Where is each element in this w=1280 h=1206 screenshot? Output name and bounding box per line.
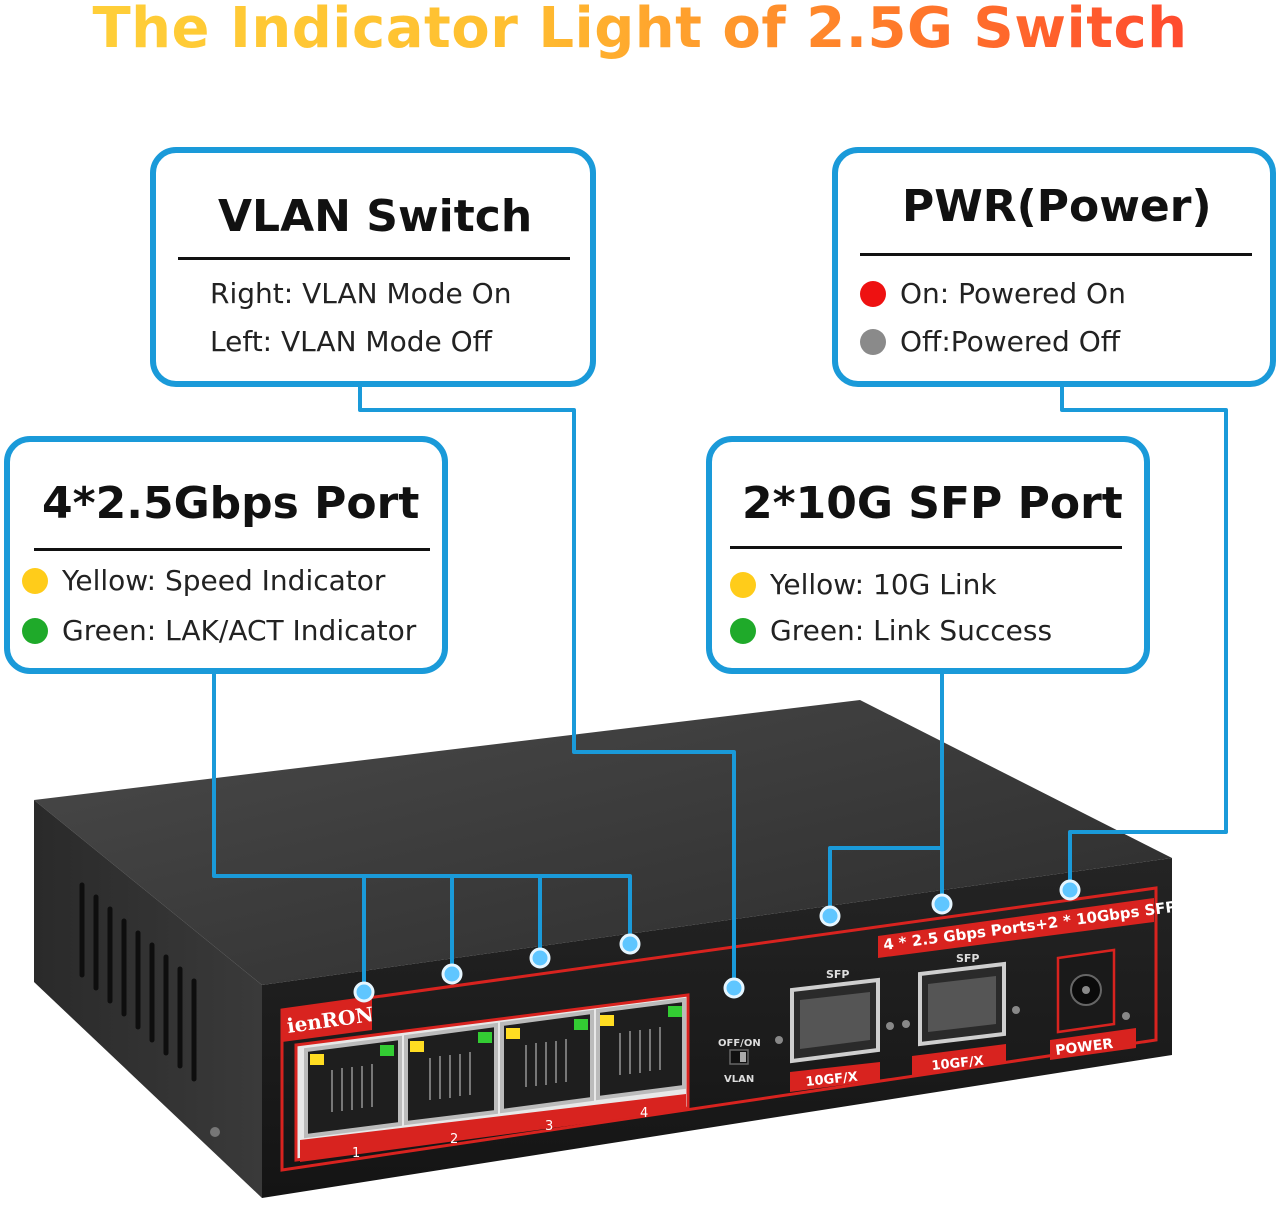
sfp-yellow-text: Yellow: 10G Link — [770, 568, 997, 601]
power-heading: PWR(Power) — [902, 181, 1212, 232]
port-number-1: 1 — [352, 1146, 360, 1161]
vlan-right-text: Right: VLAN Mode On — [210, 277, 512, 310]
rj45-yellow-item: Yellow: Speed Indicator — [22, 564, 385, 597]
sfp-1-port-label: 10GF/X — [805, 1070, 859, 1090]
rj45-green-text: Green: LAK/ACT Indicator — [62, 614, 417, 647]
side-vents — [79, 882, 197, 1082]
power-divider — [860, 253, 1252, 256]
power-label: POWER — [1055, 1036, 1115, 1059]
rj45-divider — [34, 548, 430, 551]
rj45-port-heading: 4*2.5Gbps Port — [42, 478, 420, 529]
rj45-port-callout: 4*2.5Gbps Port Yellow: Speed Indicator G… — [4, 436, 448, 674]
vlan-switch-bottom-label: VLAN — [724, 1074, 754, 1085]
power-on-text: On: Powered On — [900, 277, 1126, 310]
switch-top-surface — [34, 700, 1172, 985]
power-off-item: Off:Powered Off — [860, 325, 1120, 358]
yellow-dot-icon — [22, 567, 48, 594]
green-dot-icon — [22, 617, 48, 644]
vlan-switch-heading: VLAN Switch — [218, 191, 533, 242]
port-number-3: 3 — [545, 1119, 553, 1134]
spec-banner — [878, 898, 1154, 958]
power-off-text: Off:Powered Off — [900, 325, 1121, 358]
gray-dot-icon — [860, 328, 886, 355]
sfp-green-item: Green: Link Success — [730, 614, 1052, 647]
vlan-switch-callout: VLAN Switch Right: VLAN Mode On Left: VL… — [150, 147, 596, 387]
port-leds — [310, 1006, 682, 1065]
rj45-green-item: Green: LAK/ACT Indicator — [22, 614, 416, 647]
sfp-2-label: SFP — [956, 952, 980, 965]
vlan-divider — [178, 257, 570, 260]
yellow-dot-icon — [730, 571, 756, 598]
connector-lines — [212, 386, 1228, 990]
sfp-port-heading: 2*10G SFP Port — [742, 478, 1123, 529]
sfp-2-port-label: 10GF/X — [931, 1054, 985, 1074]
sfp-1-label: SFP — [826, 968, 850, 981]
port-number-4: 4 — [640, 1106, 648, 1121]
rj45-yellow-text: Yellow: Speed Indicator — [62, 564, 386, 597]
sfp-port-callout: 2*10G SFP Port Yellow: 10G Link Green: L… — [706, 436, 1150, 674]
page-title: The Indicator Light of 2.5G Switch — [0, 0, 1280, 64]
sfp-green-text: Green: Link Success — [770, 614, 1053, 647]
green-dot-icon — [730, 617, 756, 644]
vlan-switch-top-label: OFF/ON — [718, 1038, 761, 1049]
red-dot-icon — [860, 280, 886, 307]
vlan-left-text: Left: VLAN Mode Off — [210, 325, 492, 358]
power-on-item: On: Powered On — [860, 277, 1126, 310]
sfp-yellow-item: Yellow: 10G Link — [730, 568, 997, 601]
switch-left-side — [34, 800, 262, 1198]
front-red-frame — [280, 886, 1158, 1172]
sfp-divider — [730, 546, 1122, 549]
indicator-dots — [353, 879, 1081, 1003]
power-callout: PWR(Power) On: Powered On Off:Powered Of… — [832, 147, 1276, 387]
port-number-2: 2 — [450, 1132, 458, 1147]
